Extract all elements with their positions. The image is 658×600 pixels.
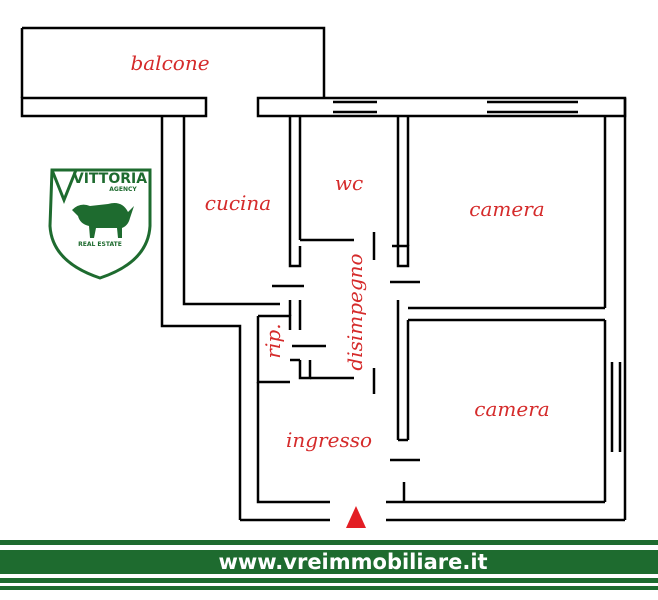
logo-subtitle-text: REAL ESTATE [78,241,122,248]
window-camera-top [487,100,578,114]
wall-west-outer [160,116,242,520]
entrance-arrow-icon [346,506,366,528]
room-label-rip: rip. [261,323,285,358]
door-marks [272,232,420,462]
wall-top-left [20,96,208,118]
wall-camera-divider-left [396,300,410,440]
logo-agency-text: AGENCY [109,186,137,193]
room-label-cucina: cucina [205,191,271,215]
room-label-camera-bottom: camera [474,397,549,421]
wall-rip-bottom [298,360,312,380]
window-camera-bottom [610,362,622,452]
wall-wc-camera [396,116,410,246]
room-label-camera-top: camera [469,197,544,221]
logo-v-mark [50,169,78,205]
wall-ingresso-inner [256,382,330,504]
balcony-outline [20,26,326,98]
wall-wc-camera-stub [392,244,410,268]
room-label-balcone: balcone [130,51,209,75]
room-label-disimpegno: disimpegno [343,253,367,370]
window-wc [333,100,377,114]
wall-west-inner [182,116,280,306]
walls [20,26,627,522]
room-label-wc: wc [335,171,363,195]
room-label-ingresso: ingresso [286,428,372,452]
logo-brand-text: VITTORIA [73,171,147,187]
wall-cucina-bottom [288,246,302,268]
wall-rip-stub [288,300,302,316]
wall-top-right [256,96,627,118]
footer-band: www.vreimmobiliare.it [0,540,658,590]
wall-cucina-wc [288,116,302,246]
wall-camera-divider [408,306,605,322]
bull-silhouette [72,203,134,238]
logo: VITTORIA AGENCY REAL ESTATE [48,168,152,280]
footer-website-link[interactable]: www.vreimmobiliare.it [218,550,487,574]
